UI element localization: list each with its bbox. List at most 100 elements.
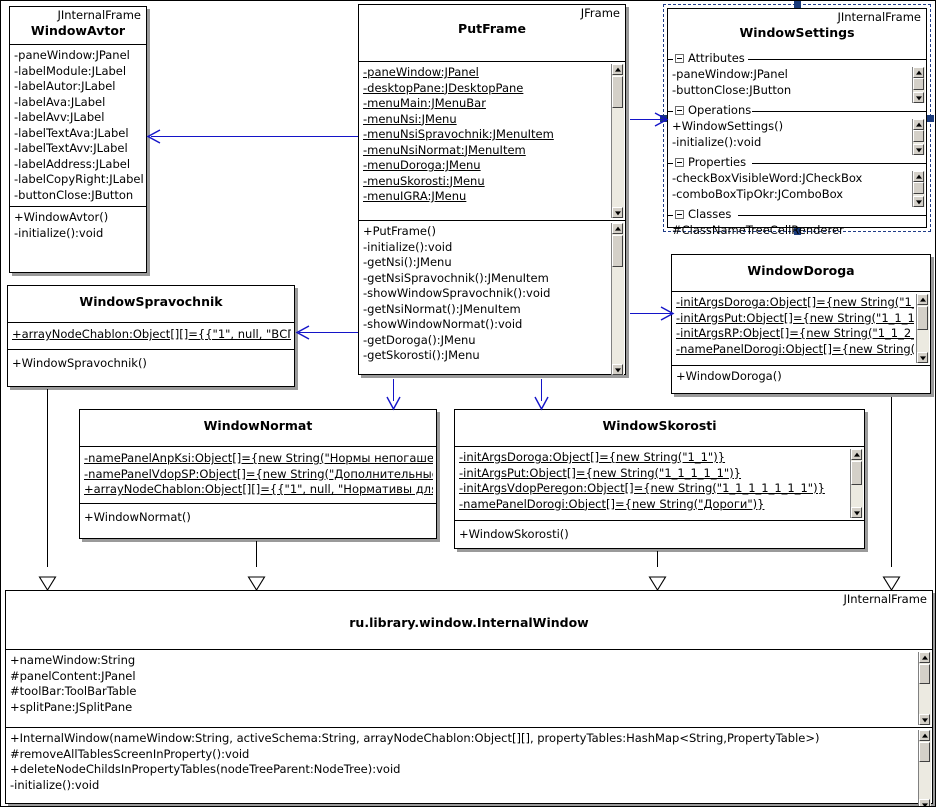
operations-compartment-internalwindow: +InternalWindow(nameWindow:String, activ… (6, 728, 932, 806)
triangle-down-icon (915, 147, 922, 152)
section-body-operations: +WindowSettings() -initialize():void (668, 119, 926, 155)
class-name-label: WindowDoroga (747, 263, 855, 278)
generalization-arrow-windownormat (247, 576, 266, 591)
collapse-minus-icon[interactable] (675, 54, 684, 63)
scrollbar-settings-operations[interactable] (912, 119, 925, 155)
divider (10, 44, 146, 45)
scroll-down-button[interactable] (913, 92, 924, 103)
scrollbar-settings-attributes[interactable] (912, 67, 925, 103)
class-box-windowskorosti[interactable]: WindowSkorosti -initArgsDoroga:Object[]=… (454, 409, 865, 549)
attribute-row: -menuMain:JMenuBar (363, 96, 486, 110)
collapse-minus-icon[interactable] (675, 210, 684, 219)
operation-row: -getNsiSpravochnik():JMenuItem (363, 270, 549, 285)
section-header-attributes[interactable]: Attributes (668, 51, 926, 67)
scrollbar-internalwindow-attributes[interactable] (918, 652, 931, 725)
scroll-up-button[interactable] (612, 223, 623, 234)
divider (455, 446, 864, 447)
section-header-classes[interactable]: Classes (668, 207, 926, 223)
attribute-row: -namePanelDorogi:Object[]={new String("Д… (459, 496, 765, 511)
scrollbar-putframe-attributes[interactable] (611, 64, 624, 218)
scroll-down-button[interactable] (612, 364, 623, 375)
scroll-up-button[interactable] (612, 64, 623, 75)
selection-handle-right[interactable] (927, 115, 934, 122)
divider (80, 503, 436, 504)
class-box-windowdoroga[interactable]: WindowDoroga -initArgsDoroga:Object[]={n… (671, 254, 931, 394)
scrollbar-thumb[interactable] (913, 78, 924, 90)
section-header-properties[interactable]: Properties (668, 155, 926, 171)
association-putframe-windowsettings (630, 119, 666, 120)
scrollbar-thumb[interactable] (919, 664, 930, 684)
scroll-down-button[interactable] (919, 714, 930, 725)
class-box-internalwindow[interactable]: JInternalFrame ru.library.window.Interna… (5, 590, 933, 806)
class-box-putframe[interactable]: JFrame PutFrame -paneWindow:JPanel -desk… (358, 4, 626, 375)
operations-compartment-windowdoroga: +WindowDoroga() (672, 366, 930, 388)
attribute-row: -labelTextAvv:JLabel (14, 141, 128, 155)
class-header-windowdoroga: WindowDoroga (672, 255, 930, 291)
triangle-up-icon (915, 70, 922, 75)
scrollbar-thumb[interactable] (917, 306, 928, 330)
scroll-down-button[interactable] (913, 196, 924, 207)
selection-handle-top[interactable] (794, 1, 801, 8)
association-putframe-windowavtor (151, 136, 358, 137)
scroll-down-button[interactable] (851, 507, 862, 518)
class-name-label: WindowSettings (739, 25, 855, 40)
operation-list: +PutFrame() -initialize():void -getNsi()… (359, 221, 625, 367)
attribute-row: #toolBar:ToolBarTable (10, 684, 137, 698)
scrollbar-thumb[interactable] (612, 76, 623, 108)
attribute-row: -paneWindow:JPanel (14, 48, 130, 62)
selection-handle-left[interactable] (660, 115, 667, 122)
selection-handle-bottom[interactable] (794, 228, 801, 235)
divider (10, 206, 146, 207)
scroll-down-button[interactable] (917, 352, 928, 363)
attribute-row: -namePanelVdopSP:Object[]={new String("Д… (84, 466, 433, 481)
class-header-internalwindow: JInternalFrame ru.library.window.Interna… (6, 591, 932, 649)
scrollbar-windowdoroga[interactable] (916, 294, 929, 363)
collapse-minus-icon[interactable] (675, 158, 684, 167)
scrollbar-internalwindow-operations[interactable] (918, 730, 931, 806)
scrollbar-putframe-operations[interactable] (611, 223, 624, 375)
attribute-row: +arrayNodeChablon:Object[][]={{"1", null… (84, 482, 433, 496)
class-box-windowsettings[interactable]: JInternalFrame WindowSettings Attributes… (660, 1, 934, 237)
class-name-label: WindowSpravochnik (79, 294, 223, 309)
attribute-row: #panelContent:JPanel (10, 668, 136, 683)
scroll-up-button[interactable] (919, 730, 930, 741)
section-header-operations[interactable]: Operations (668, 103, 926, 119)
scroll-up-button[interactable] (919, 652, 930, 663)
scrollbar-thumb[interactable] (851, 461, 862, 485)
operations-compartment-windowavtor: +WindowAvtor() -initialize():void (10, 207, 146, 244)
scroll-down-button[interactable] (913, 144, 924, 155)
arrowhead-windowsettings (654, 112, 669, 127)
stereotype-label: JInternalFrame (837, 10, 921, 24)
scrollbar-thumb[interactable] (913, 130, 924, 142)
class-box-windowavtor[interactable]: JInternalFrame WindowAvtor -paneWindow:J… (9, 6, 147, 273)
attributes-compartment-internalwindow: +nameWindow:String #panelContent:JPanel … (6, 650, 932, 727)
generalization-line-windowspravochnik (47, 389, 48, 567)
collapse-minus-icon[interactable] (675, 106, 684, 115)
attribute-row: -labelAvv:JLabel (14, 110, 105, 124)
attribute-list: -paneWindow:JPanel -buttonClose:JButton (668, 67, 926, 101)
class-box-windownormat[interactable]: WindowNormat -namePanelAnpKsi:Object[]={… (79, 409, 437, 539)
scroll-up-button[interactable] (913, 67, 924, 78)
scroll-up-button[interactable] (913, 171, 924, 182)
attribute-list: -namePanelAnpKsi:Object[]={new String("Н… (80, 447, 436, 501)
class-header-putframe: JFrame PutFrame (359, 5, 625, 61)
scrollbar-thumb[interactable] (612, 235, 623, 267)
scroll-up-button[interactable] (913, 119, 924, 130)
scrollbar-settings-properties[interactable] (912, 171, 925, 207)
rule-left (668, 59, 673, 60)
scroll-down-button[interactable] (612, 207, 623, 218)
operation-row: -getNsi():JMenu (363, 255, 452, 269)
class-box-windowspravochnik[interactable]: WindowSpravochnik +arrayNodeChablon:Obje… (7, 285, 295, 387)
scrollbar-thumb[interactable] (913, 182, 924, 194)
scroll-down-button[interactable] (919, 799, 930, 806)
divider (6, 727, 932, 728)
scroll-up-button[interactable] (917, 294, 928, 305)
scrollbar-thumb[interactable] (919, 742, 930, 762)
rule-right (738, 215, 926, 216)
divider (8, 349, 294, 350)
scroll-up-button[interactable] (851, 449, 862, 460)
triangle-up-icon (853, 452, 860, 457)
stereotype-label: JInternalFrame (57, 8, 141, 22)
scrollbar-windowskorosti[interactable] (850, 449, 863, 518)
attribute-row: -labelTextAva:JLabel (14, 125, 129, 140)
